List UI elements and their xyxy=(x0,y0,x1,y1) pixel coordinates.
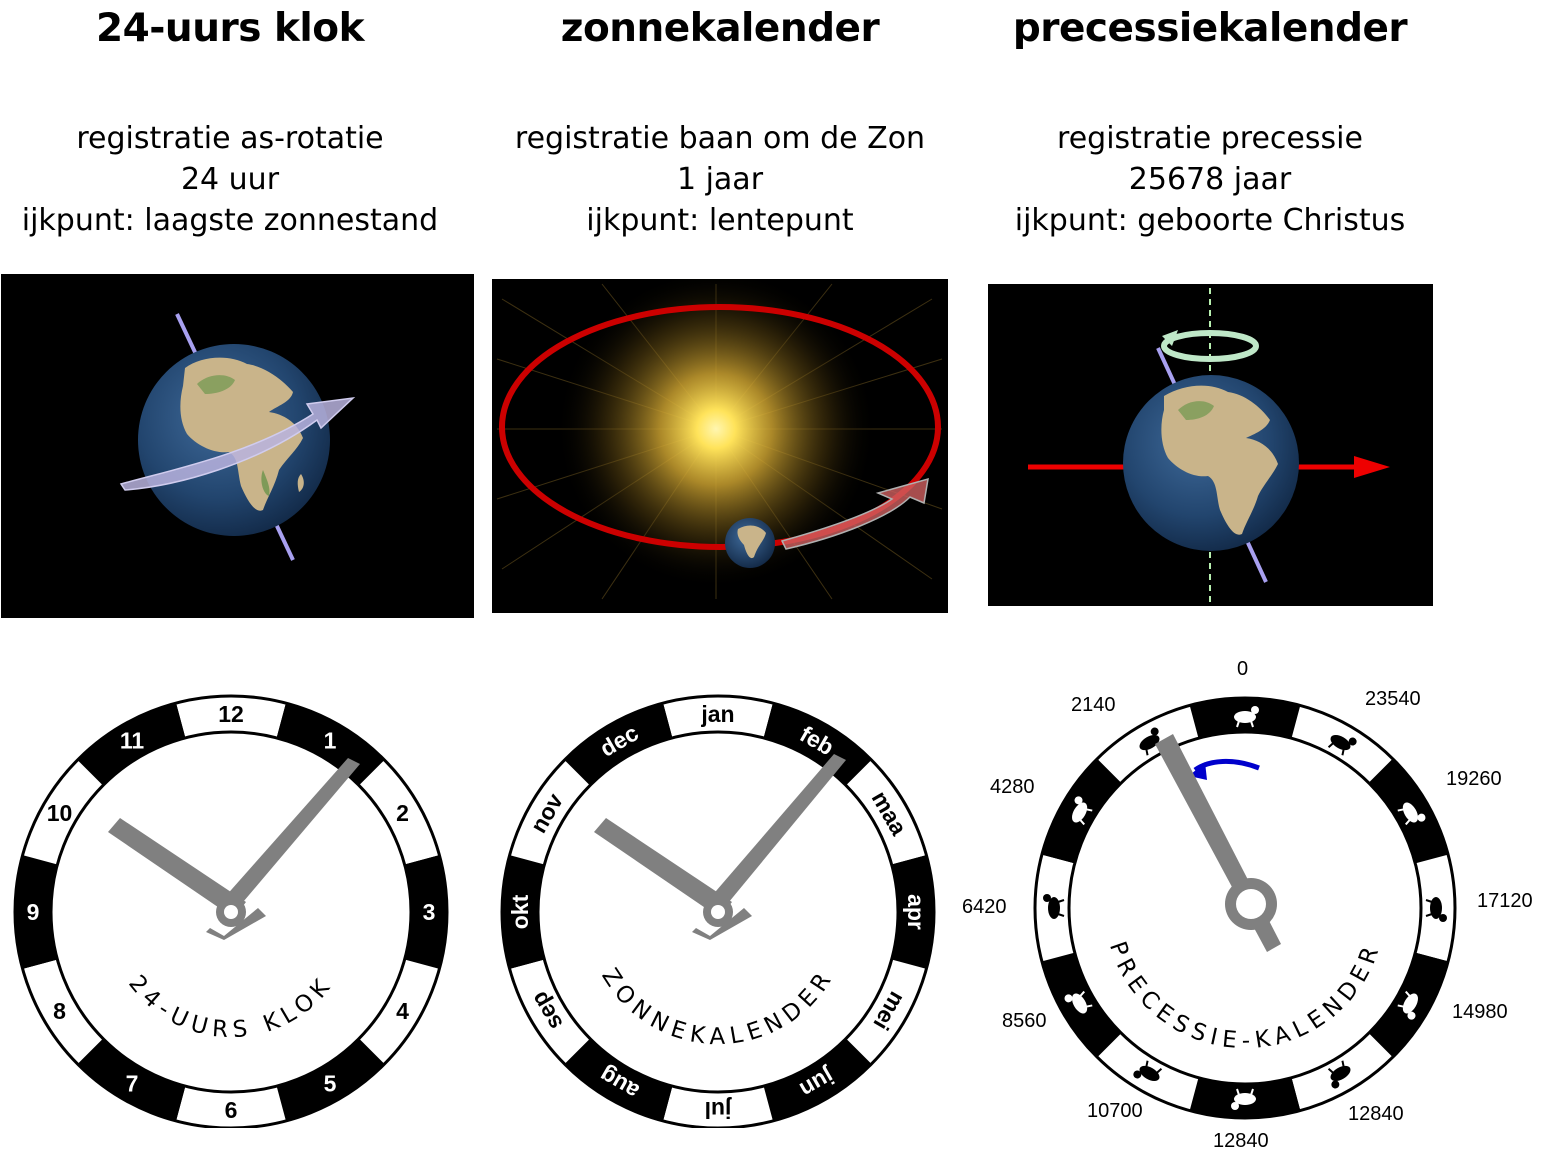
description-line: 25678 jaar xyxy=(1128,162,1292,197)
dial-label: okt xyxy=(507,894,533,929)
earth-orbit-illustration xyxy=(492,279,948,613)
earth-globe xyxy=(138,344,330,536)
year-label-19260: 19260 xyxy=(1446,768,1502,790)
dial-label: 9 xyxy=(27,899,40,925)
libra-icon xyxy=(1231,1088,1256,1110)
dial-label: 2 xyxy=(396,800,409,826)
year-label-10700: 10700 xyxy=(1087,1100,1143,1122)
hour-hand xyxy=(108,818,246,918)
dial-label: 5 xyxy=(324,1070,337,1096)
year-label-23540: 23540 xyxy=(1365,688,1421,710)
description-line: ijkpunt: lentepunt xyxy=(586,203,854,238)
orbit-ellipse xyxy=(499,304,941,550)
title-24h-clock: 24-uurs klok xyxy=(95,6,365,51)
earth-rotation-illustration xyxy=(1,274,474,618)
hand-tail xyxy=(692,908,752,940)
rotation-arrow-icon xyxy=(119,396,356,491)
description-line: registratie precessie xyxy=(1057,121,1363,156)
year-label-17120: 17120 xyxy=(1477,890,1533,912)
description-line: registratie as-rotatie xyxy=(76,121,384,156)
cancer-icon xyxy=(1425,897,1447,922)
dial-label: 6 xyxy=(225,1097,238,1123)
gemini-icon xyxy=(1397,802,1426,826)
precession-illustration xyxy=(988,284,1433,606)
leo-icon xyxy=(1397,990,1418,1020)
virgo-icon xyxy=(1327,1060,1351,1089)
dial-label: 4 xyxy=(396,998,409,1024)
title-sun-calendar: zonnekalender xyxy=(560,6,880,51)
precession-calendar-dial: PRECESSIE-KALENDER xyxy=(1033,696,1457,1120)
minute-hand xyxy=(710,754,846,908)
dial-label: 3 xyxy=(423,899,436,925)
minute-hand xyxy=(224,758,360,908)
description-line: registratie baan om de Zon xyxy=(514,121,926,156)
dial-label: 7 xyxy=(126,1070,139,1096)
year-label-4280: 4280 xyxy=(990,776,1035,798)
dial-label: 10 xyxy=(47,800,73,826)
year-label-2140: 2140 xyxy=(1071,694,1116,716)
hour-hand xyxy=(594,818,732,918)
calendar-hands xyxy=(594,754,846,940)
dial-label: 1 xyxy=(324,728,337,754)
dial-label: apr xyxy=(903,894,929,930)
description-24h-clock: registratie as-rotatie 24 uur ijkpunt: l… xyxy=(0,118,490,241)
year-label-8560: 8560 xyxy=(1002,1010,1047,1032)
sun xyxy=(556,279,876,589)
title-precession-calendar: precessiekalender xyxy=(1012,6,1408,51)
dial-label: jul xyxy=(705,1097,733,1123)
description-line: ijkpunt: laagste zonnestand xyxy=(21,203,439,238)
year-label-14980: 14980 xyxy=(1452,1001,1508,1023)
year-label-12840-bottom: 12840 xyxy=(1213,1130,1269,1152)
sagittarius-icon xyxy=(1064,990,1093,1014)
description-line: ijkpunt: geboorte Christus xyxy=(1014,203,1406,238)
description-precession-calendar: registratie precessie 25678 jaar ijkpunt… xyxy=(950,118,1470,241)
capricorn-icon xyxy=(1043,894,1065,919)
precession-hand xyxy=(1155,734,1281,952)
earth-globe xyxy=(725,518,775,568)
clock-hands xyxy=(108,758,360,940)
description-sun-calendar: registratie baan om de Zon 1 jaar ijkpun… xyxy=(460,118,980,241)
aries-icon xyxy=(1234,706,1259,728)
dial-label: 8 xyxy=(53,998,66,1024)
year-label-12840-right: 12840 xyxy=(1348,1103,1404,1125)
earth-globe xyxy=(1123,375,1299,551)
description-line: 24 uur xyxy=(180,162,280,197)
dial-label: 12 xyxy=(218,701,244,727)
dial-label: 11 xyxy=(120,728,145,754)
orbit-direction-arrow-icon xyxy=(780,477,929,550)
precession-ring-icon xyxy=(1161,330,1259,362)
dial-label: jan xyxy=(700,701,734,727)
hand-tail xyxy=(206,908,266,940)
arrow-head-icon xyxy=(1354,456,1390,478)
year-label-0: 0 xyxy=(1237,658,1249,680)
year-label-6420: 6420 xyxy=(962,896,1007,918)
taurus-icon xyxy=(1327,735,1357,756)
description-line: 1 jaar xyxy=(676,162,764,197)
aquarius-icon xyxy=(1072,796,1093,826)
pisces-icon xyxy=(1139,727,1163,756)
scorpio-icon xyxy=(1133,1060,1163,1081)
